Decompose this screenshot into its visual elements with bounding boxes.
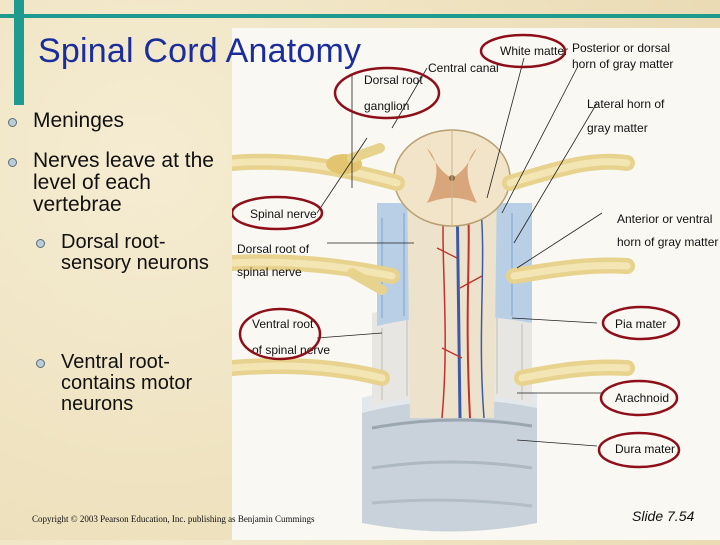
label-pia-mater: Pia mater: [615, 317, 666, 331]
label-dura-mater: Dura mater: [615, 442, 675, 456]
annotation-circle-arachnoid: [599, 379, 679, 417]
slide-title: Spinal Cord Anatomy: [38, 32, 362, 70]
label-ventral-root-1: Ventral root: [252, 317, 314, 331]
annotation-circle-dura-mater: [597, 431, 681, 469]
label-dorsal-root-2: spinal nerve: [237, 265, 302, 279]
label-dorsal-root-1: Dorsal root of: [237, 242, 310, 256]
header-rule: [0, 14, 720, 18]
copyright-footer: Copyright © 2003 Pearson Education, Inc.…: [32, 514, 315, 524]
label-dorsal-root-ganglion-1: Dorsal root: [364, 73, 423, 87]
spinal-cord-body: [407, 178, 497, 418]
label-arachnoid: Arachnoid: [615, 391, 669, 405]
annotation-circle-spinal-nerve: [230, 195, 324, 231]
label-central-canal: Central canal: [428, 61, 499, 75]
bullet-icon: [8, 118, 17, 127]
label-posterior-horn-1: Posterior or dorsal: [572, 41, 670, 55]
label-posterior-horn-2: horn of gray matter: [572, 57, 673, 71]
bullet-text: Meninges: [33, 109, 125, 132]
label-white-matter: White matter: [500, 44, 568, 58]
bullet-icon: [8, 158, 17, 167]
sub-bullet-text: Ventral root-contains motor neurons: [61, 351, 193, 415]
label-anterior-horn-1: Anterior or ventral: [617, 212, 712, 226]
accent-bar: [14, 0, 24, 105]
bullet-text: Nerves leave at the level of each verteb…: [33, 149, 214, 216]
label-dorsal-root-ganglion-2: ganglion: [364, 99, 409, 113]
slide-number: Slide 7.54: [632, 508, 695, 524]
label-anterior-horn-2: horn of gray matter: [617, 235, 718, 249]
label-lateral-horn-2: gray matter: [587, 121, 648, 135]
label-spinal-nerve: Spinal nerve: [250, 207, 317, 221]
spinal-cord-diagram: White matter Posterior or dorsal horn of…: [224, 28, 720, 540]
bullet-icon: [36, 359, 45, 368]
annotation-circle-dorsal-root-ganglion: [333, 66, 441, 120]
bullet-icon: [36, 239, 45, 248]
label-lateral-horn-1: Lateral horn of: [587, 97, 665, 111]
spinal-cord-illustration: White matter Posterior or dorsal horn of…: [224, 28, 720, 540]
annotation-circle-ventral-root: [238, 307, 322, 361]
annotation-circle-white-matter: [479, 33, 567, 69]
annotation-circle-pia-mater: [601, 305, 681, 341]
sub-bullet-text: Dorsal root-sensory neurons: [61, 231, 209, 274]
label-ventral-root-2: of spinal nerve: [252, 343, 330, 357]
